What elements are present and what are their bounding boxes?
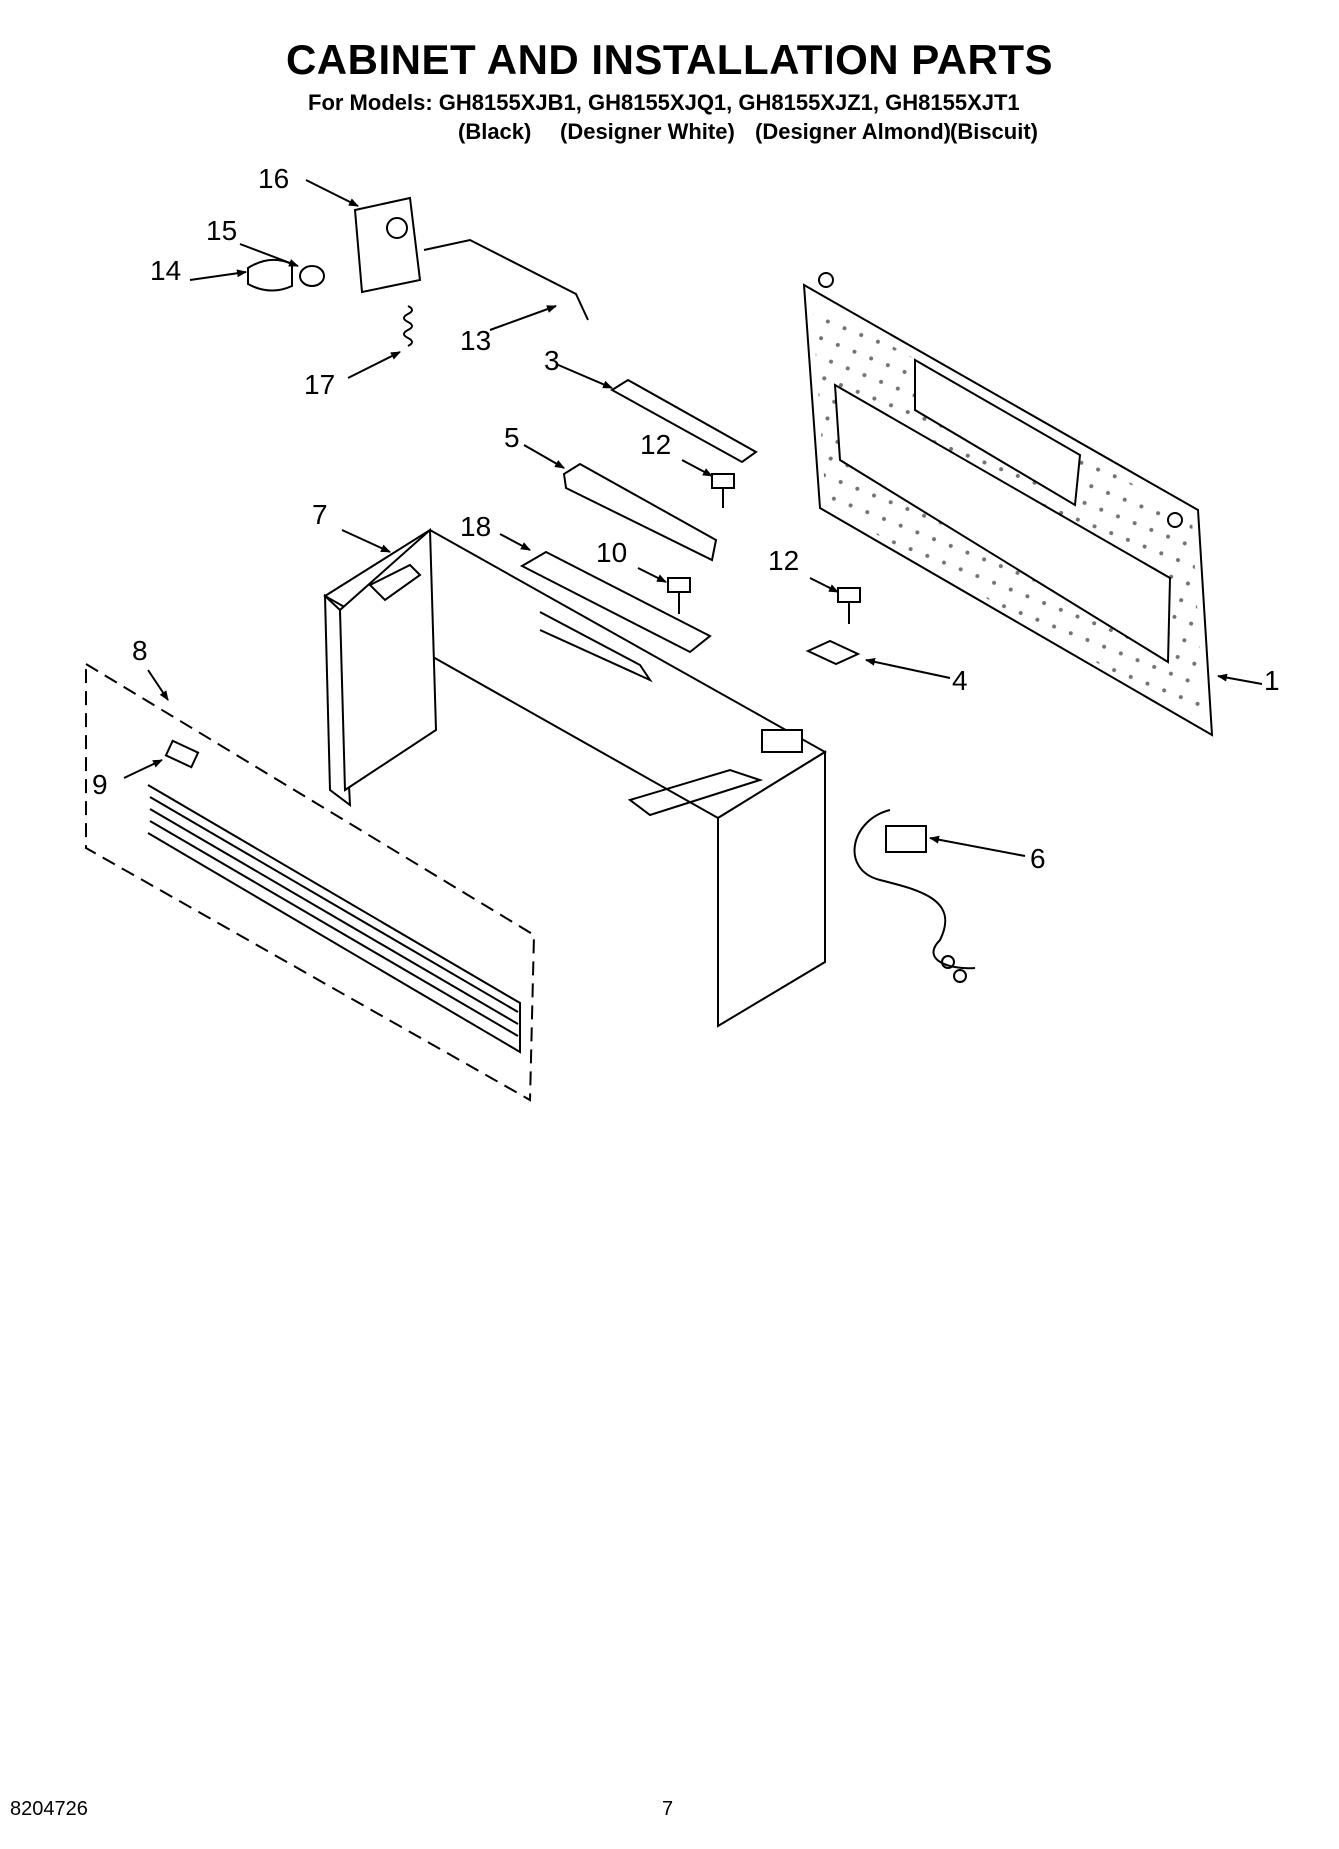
cabinet-part-7: [323, 527, 827, 1028]
callout-12-lower: 12: [768, 545, 799, 576]
callout-18: 18: [460, 511, 491, 542]
color-label-designer-white: (Designer White): [560, 119, 735, 144]
page-number: 7: [662, 1798, 674, 1820]
models-line: For Models: GH8155XJB1, GH8155XJQ1, GH81…: [308, 90, 1020, 115]
callout-17: 17: [304, 369, 335, 400]
spring-part-17: [403, 305, 413, 347]
callout-15: 15: [206, 215, 237, 246]
clip-part-15: [299, 265, 325, 287]
page-title: CABINET AND INSTALLATION PARTS: [285, 36, 1054, 83]
callout-arrows: [123, 179, 1263, 857]
callout-12-upper: 12: [640, 429, 671, 460]
callout-13: 13: [460, 325, 491, 356]
screw-part-12-upper: [711, 473, 735, 508]
wire-part-13: [423, 238, 589, 321]
knob-part-14: [247, 258, 293, 292]
mounting-plate-part-1: [802, 272, 1214, 737]
callout-6: 6: [1030, 843, 1046, 874]
callout-7: 7: [312, 499, 328, 530]
document-number: 8204726: [10, 1798, 88, 1820]
callout-5: 5: [504, 422, 520, 453]
vent-strip-part-3: [610, 378, 758, 464]
color-label-biscuit: (Biscuit): [950, 119, 1038, 144]
callout-14: 14: [150, 255, 181, 286]
color-label-designer-almond: (Designer Almond): [755, 119, 951, 144]
power-cord-part-6: [853, 809, 976, 983]
duct-channel-part-5: [562, 462, 718, 562]
color-label-black: (Black): [458, 119, 532, 144]
top-plate-part-18: [519, 550, 712, 654]
bracket-part-16: [353, 196, 422, 294]
callout-4: 4: [952, 665, 968, 696]
callout-8: 8: [132, 635, 148, 666]
callout-3: 3: [544, 345, 560, 376]
bracket-part-4: [805, 639, 861, 666]
screw-part-12-lower: [837, 587, 861, 624]
grille-part-8: [85, 662, 536, 1102]
clip-part-9: [164, 739, 200, 769]
callout-16: 16: [258, 163, 289, 194]
latch-assembly: [247, 196, 589, 347]
callout-9: 9: [92, 769, 108, 800]
callout-1: 1: [1264, 665, 1280, 696]
screw-part-10: [667, 577, 691, 614]
callout-10: 10: [596, 537, 627, 568]
